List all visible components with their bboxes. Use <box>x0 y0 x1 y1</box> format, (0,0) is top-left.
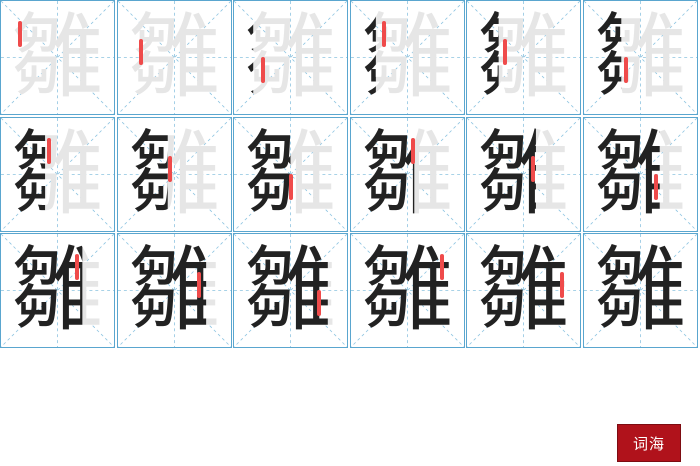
current-stroke-marker <box>317 290 322 316</box>
guide-lines <box>351 1 464 114</box>
current-stroke-marker <box>289 174 293 200</box>
current-stroke-marker <box>411 138 416 164</box>
guide-lines <box>118 118 231 231</box>
written-strokes: 雛 <box>361 120 454 228</box>
written-strokes: 雛 <box>11 236 104 344</box>
ghost-character: 雛 <box>128 236 221 344</box>
stroke-step-6: 雛雛 <box>583 0 698 115</box>
logo-text: 词海 <box>632 434 665 453</box>
ghost-character: 雛 <box>11 236 104 344</box>
ghost-character: 雛 <box>477 236 570 344</box>
current-stroke-marker <box>439 254 444 280</box>
written-strokes: 雛 <box>128 236 221 344</box>
ghost-character: 雛 <box>477 120 570 228</box>
guide-lines <box>1 118 114 231</box>
stroke-step-11: 雛雛 <box>466 117 581 232</box>
written-strokes: 雛 <box>118 1 130 114</box>
stroke-step-15: 雛雛 <box>233 233 348 348</box>
guide-lines <box>234 1 347 114</box>
written-strokes: 雛 <box>244 120 337 228</box>
written-strokes: 雛 <box>477 120 570 228</box>
ghost-character: 雛 <box>128 120 221 228</box>
guide-lines <box>351 234 464 347</box>
guide-lines <box>351 118 464 231</box>
written-strokes: 雛 <box>594 120 687 228</box>
guide-lines <box>584 118 697 231</box>
ghost-character: 雛 <box>477 3 570 111</box>
guide-lines <box>1 1 114 114</box>
guide-lines <box>467 1 580 114</box>
stroke-step-12: 雛雛 <box>583 117 698 232</box>
current-stroke-marker <box>503 39 508 65</box>
ghost-character: 雛 <box>361 236 454 344</box>
guide-lines <box>234 118 347 231</box>
stroke-step-4: 雛雛 <box>350 0 465 115</box>
stroke-step-7: 雛雛 <box>0 117 115 232</box>
stroke-step-1: 雛雛 <box>0 0 115 115</box>
stroke-step-5: 雛雛 <box>466 0 581 115</box>
ghost-character: 雛 <box>128 3 221 111</box>
written-strokes: 雛 <box>361 236 454 344</box>
ghost-character: 雛 <box>244 236 337 344</box>
stroke-step-17: 雛雛 <box>466 233 581 348</box>
guide-lines <box>118 234 231 347</box>
stroke-step-14: 雛雛 <box>117 233 232 348</box>
guide-lines <box>1 234 114 347</box>
current-stroke-marker <box>381 21 386 47</box>
guide-lines <box>118 1 231 114</box>
stroke-step-10: 雛雛 <box>350 117 465 232</box>
written-strokes: 雛 <box>118 118 167 231</box>
stroke-step-2: 雛雛 <box>117 0 232 115</box>
stroke-step-16: 雛雛 <box>350 233 465 348</box>
guide-lines <box>234 234 347 347</box>
current-stroke-marker <box>260 57 265 83</box>
written-strokes: 雛 <box>477 236 570 344</box>
stroke-step-13: 雛雛 <box>0 233 115 348</box>
cihai-logo: 词海 <box>617 424 681 462</box>
guide-lines <box>584 1 697 114</box>
stroke-step-9: 雛雛 <box>233 117 348 232</box>
written-strokes: 雛 <box>351 1 375 114</box>
ghost-character: 雛 <box>594 120 687 228</box>
ghost-character: 雛 <box>361 120 454 228</box>
current-stroke-marker <box>531 156 536 182</box>
written-strokes: 雛 <box>234 1 253 114</box>
stroke-step-8: 雛雛 <box>117 117 232 232</box>
guide-lines <box>467 118 580 231</box>
ghost-character: 雛 <box>244 3 337 111</box>
ghost-character: 雛 <box>11 120 104 228</box>
written-strokes: 雛 <box>467 1 498 114</box>
ghost-character: 雛 <box>594 236 687 344</box>
ghost-character: 雛 <box>594 3 687 111</box>
current-stroke-marker <box>18 21 23 47</box>
current-stroke-marker <box>74 254 79 280</box>
written-strokes: 雛 <box>594 236 687 344</box>
written-strokes: 雛 <box>244 236 337 344</box>
guide-lines <box>584 234 697 347</box>
current-stroke-marker <box>624 57 629 83</box>
current-stroke-marker <box>653 174 658 200</box>
current-stroke-marker <box>559 272 564 298</box>
ghost-character: 雛 <box>361 3 454 111</box>
stroke-step-3: 雛雛 <box>233 0 348 115</box>
current-stroke-marker <box>46 138 51 164</box>
written-strokes: 雛 <box>1 118 45 231</box>
current-stroke-marker <box>197 272 202 298</box>
stroke-step-18: 雛雛 <box>583 233 698 348</box>
written-strokes: 雛 <box>584 1 621 114</box>
current-stroke-marker <box>167 156 172 182</box>
guide-lines <box>467 234 580 347</box>
ghost-character: 雛 <box>11 3 104 111</box>
current-stroke-marker <box>139 39 144 65</box>
